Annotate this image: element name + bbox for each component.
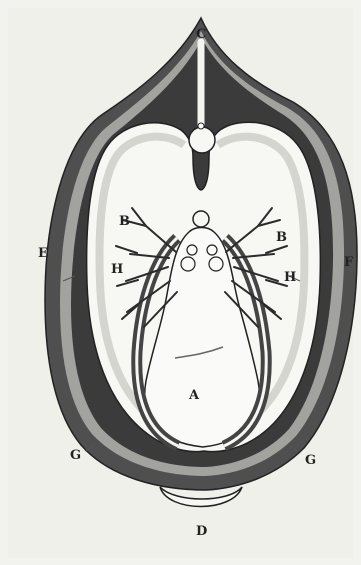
right-small-circle-1 [209, 257, 223, 271]
label-right-inner: H [284, 270, 296, 285]
upper-bulb [189, 127, 215, 153]
label-right-outer: F [344, 255, 354, 270]
middle-bulb [193, 211, 209, 227]
label-lower-right: G [305, 453, 316, 468]
label-top: C [196, 27, 206, 42]
left-small-circle-1 [181, 257, 195, 271]
label-left-branch: B [119, 214, 130, 229]
label-bottom: D [196, 524, 207, 539]
label-left-inner: H [111, 262, 123, 277]
top-small-hole [198, 123, 204, 129]
left-small-circle-2 [187, 245, 197, 255]
label-right-branch: B [276, 230, 287, 245]
label-lower-left: G [70, 448, 81, 463]
label-center: A [188, 388, 200, 403]
right-small-circle-2 [207, 245, 217, 255]
label-left-outer: E [38, 246, 48, 261]
